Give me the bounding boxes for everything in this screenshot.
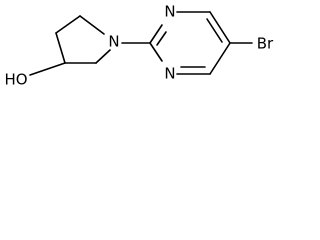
bond-c5-c4 xyxy=(209,42,231,75)
atom-n-pyrimidine-bottom: N xyxy=(164,65,175,83)
bond-n-c2 xyxy=(79,15,105,35)
bond-c4-oh xyxy=(29,62,66,76)
bond-c2-c3 xyxy=(55,15,81,34)
bond-c6-c5-inner xyxy=(206,18,223,43)
atom-br: Br xyxy=(257,35,274,53)
molecule-diagram: N HO N N Br xyxy=(0,0,283,94)
bond-n1-c2-inner xyxy=(156,31,167,46)
pyrimidine-ring xyxy=(149,11,231,75)
atom-n-pyrrolidine: N xyxy=(108,33,119,51)
atom-n-pyrimidine-top: N xyxy=(164,3,175,21)
pyrrolidine-ring xyxy=(55,15,111,64)
bond-c5-n xyxy=(95,49,111,64)
bond-n3-c2 xyxy=(149,42,163,62)
bond-c3-c4 xyxy=(55,32,66,64)
bond-c6-c5 xyxy=(209,11,231,44)
molecule-svg: N HO N N Br xyxy=(4,3,274,89)
bond-c2-n1 xyxy=(149,24,163,44)
atom-oh: HO xyxy=(4,71,27,89)
